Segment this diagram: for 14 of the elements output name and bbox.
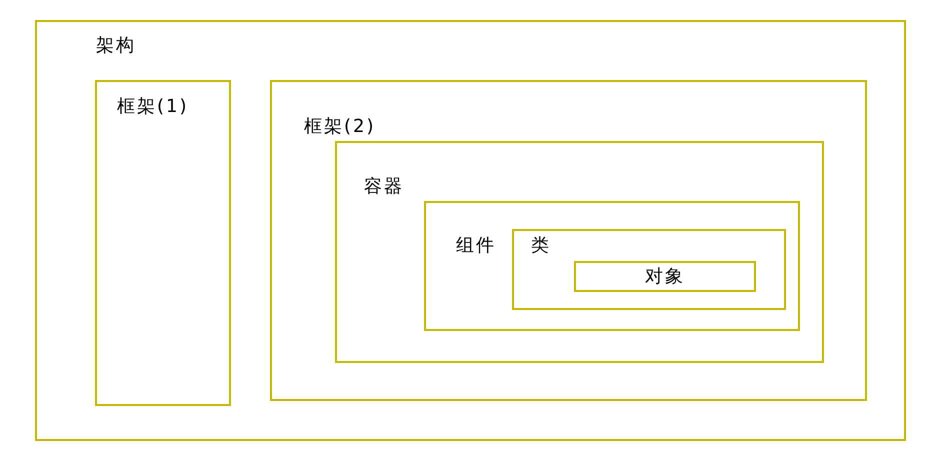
- nested-box: [270, 80, 867, 401]
- box-label: 组件: [456, 235, 496, 257]
- nested-box: [424, 201, 800, 331]
- nested-box: [335, 141, 824, 363]
- box-label: 架构: [96, 35, 136, 57]
- box-label: 容器: [364, 176, 404, 198]
- box-label: 类: [531, 235, 551, 257]
- nested-box: [35, 20, 906, 441]
- box-label: 框架(2): [304, 116, 376, 138]
- box-label: 对象: [644, 266, 686, 288]
- box-label: 框架(1): [117, 96, 188, 118]
- nested-box: [574, 261, 756, 292]
- nested-box: [512, 229, 786, 310]
- nested-box: [95, 80, 231, 406]
